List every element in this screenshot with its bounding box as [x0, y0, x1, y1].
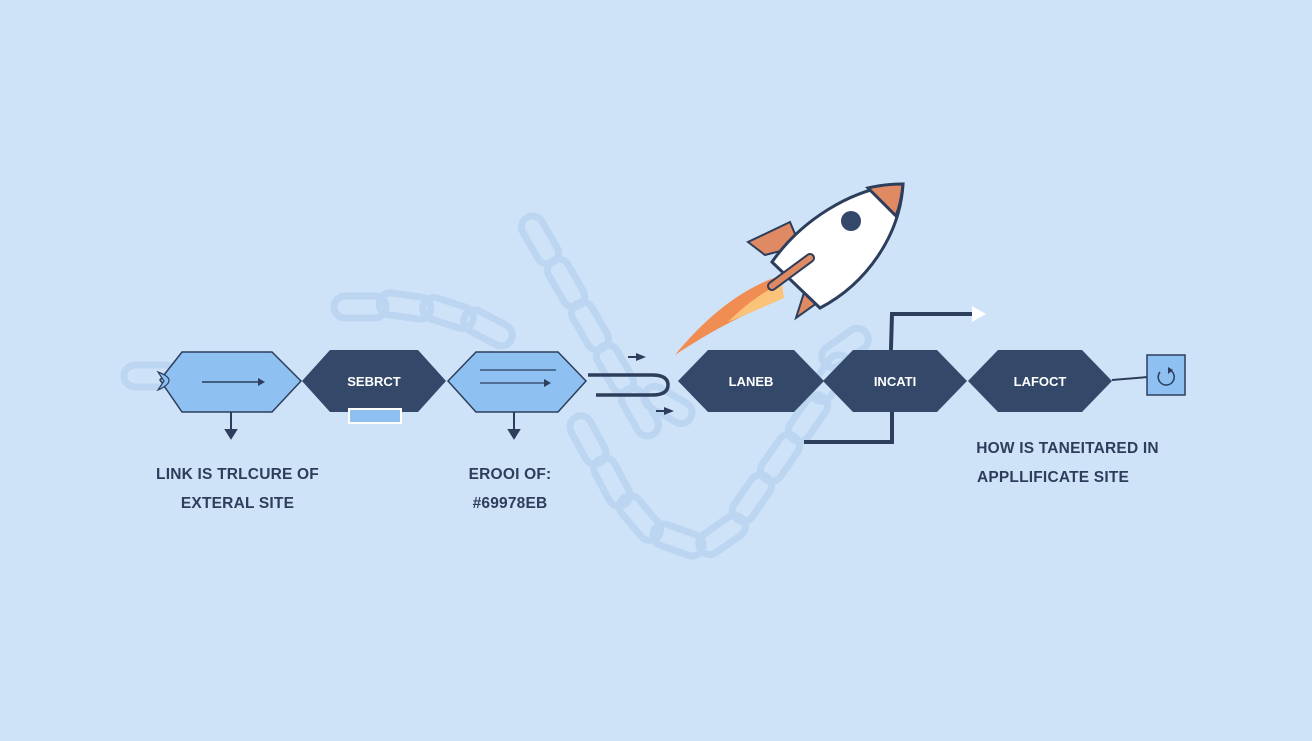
arrow-down-icon — [507, 412, 521, 440]
node-4[interactable]: LANEB — [678, 350, 824, 412]
node-1[interactable] — [156, 351, 303, 413]
caption-mid-line1: EROOI OF: — [468, 466, 552, 483]
node-4-label: LANEB — [729, 374, 774, 389]
clip-connector — [588, 373, 670, 397]
node-6-label: LAFOCT — [1014, 374, 1067, 389]
arrow-down-icon — [224, 412, 238, 440]
caption-right-line1: HOW IS TANEITARED IN — [976, 440, 1159, 457]
node-2[interactable]: SEBRCT — [302, 350, 446, 424]
node-5[interactable]: INCATI — [823, 350, 967, 412]
node-6[interactable]: LAFOCT — [968, 350, 1112, 412]
caption-left-line1: LINK IS TRLCURE OF — [156, 466, 319, 483]
caption-mid-line2: #69978EB — [472, 495, 548, 512]
node-3[interactable] — [446, 351, 588, 413]
caption-left-line2: EXTERAL SITE — [180, 495, 295, 512]
node-5-label: INCATI — [874, 374, 916, 389]
rocket-icon — [675, 182, 905, 355]
arrow-right-icon — [628, 353, 674, 415]
caption-right-line2: APPLLIFICATE SITE — [976, 469, 1130, 486]
highlight-bar — [348, 408, 402, 424]
node-2-label: SEBRCT — [347, 374, 401, 389]
refresh-icon[interactable] — [1146, 354, 1186, 396]
arrow-right-icon — [972, 306, 986, 322]
